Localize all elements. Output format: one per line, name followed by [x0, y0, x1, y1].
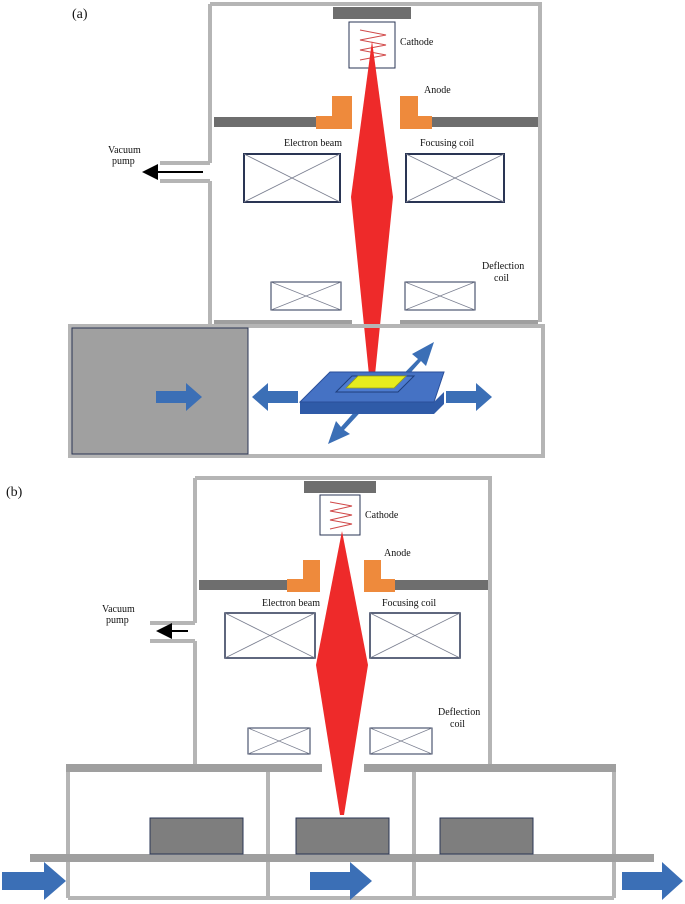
workpiece-1-b [149, 817, 244, 855]
focusing-coil-right-b [369, 612, 461, 659]
panel-b: (b) Vacuum pump Cathode Anode [2, 476, 683, 900]
focusing-coil-left-b [224, 612, 316, 659]
deflection-label-b-2: coil [450, 719, 465, 730]
vacuum-label-b-2: pump [106, 615, 129, 626]
vacuum-port-a [160, 161, 210, 183]
anode-right-b [364, 560, 395, 592]
lower-plate-left-b [66, 764, 322, 772]
focusing-coil-left-a [243, 153, 341, 203]
lower-plate-right-b [364, 764, 616, 772]
anode-plate-right-b [380, 580, 488, 590]
deflection-label-a-1: Deflection [482, 261, 524, 272]
anode-label-b: Anode [384, 548, 411, 559]
deflection-coil-left-b [247, 727, 311, 755]
cathode-label-a: Cathode [400, 37, 434, 48]
deflection-coil-right-b [369, 727, 433, 755]
stage-arrow-right-a [446, 383, 492, 411]
cathode-housing-b [319, 494, 361, 536]
workpiece-3-b [439, 817, 534, 855]
focusing-coil-right-a [405, 153, 505, 203]
deflection-label-a-2: coil [494, 273, 509, 284]
vacuum-label-a-1: Vacuum [108, 145, 141, 156]
work-chamber-a [68, 324, 545, 458]
deflection-coil-left-a [270, 281, 342, 311]
anode-plate-right-a [430, 117, 538, 127]
panel-a-tag: (a) [72, 7, 88, 22]
cathode-cap-b [304, 481, 376, 493]
cathode-label-b: Cathode [365, 510, 399, 521]
conveyor-rail-b [30, 854, 654, 862]
anode-right-a [400, 96, 432, 129]
focusing-coil-label-a: Focusing coil [420, 138, 474, 149]
flow-arrow-out-b [622, 862, 683, 900]
cathode-filament-a [359, 29, 387, 61]
chamber-walls-b [66, 772, 616, 900]
column-walls-b [193, 476, 492, 770]
anode-label-a: Anode [424, 85, 451, 96]
stage-arrow-left-a [252, 383, 298, 411]
anode-left-b [287, 560, 320, 592]
stage-side-a [300, 392, 444, 414]
electron-beam-label-b: Electron beam [262, 598, 320, 609]
anode-left-a [316, 96, 352, 129]
flow-arrow-in-b [2, 862, 66, 900]
panel-a: (a) Vacuum pump Cathode Anode [68, 2, 545, 458]
cathode-filament-b [329, 501, 353, 530]
electron-beam-label-a: Electron beam [284, 138, 342, 149]
electron-beam-a [351, 41, 393, 375]
sample-a [345, 375, 407, 389]
load-arrow-a [156, 383, 202, 411]
cathode-cap-a [333, 7, 411, 19]
anode-plate-left-a [214, 117, 316, 127]
electron-beam-b [316, 531, 368, 815]
vacuum-label-b-1: Vacuum [102, 604, 135, 615]
vacuum-label-a-2: pump [112, 156, 135, 167]
workpiece-2-b [295, 817, 390, 855]
flow-arrow-mid-b [310, 862, 372, 900]
deflection-label-b-1: Deflection [438, 707, 480, 718]
deflection-coil-right-a [404, 281, 476, 311]
focusing-coil-label-b: Focusing coil [382, 598, 436, 609]
panel-b-tag: (b) [6, 485, 23, 500]
anode-plate-left-b [199, 580, 303, 590]
